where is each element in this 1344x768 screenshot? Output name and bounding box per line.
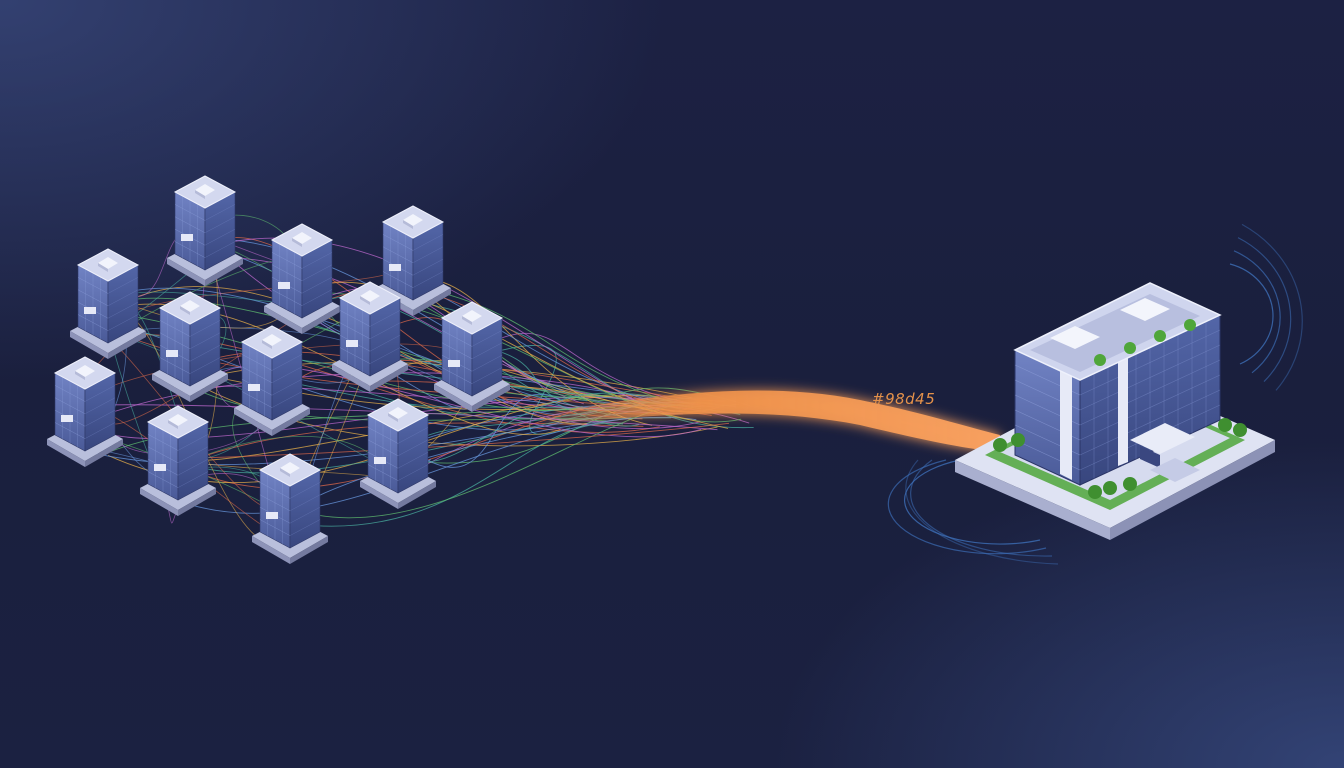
small-building bbox=[167, 175, 243, 286]
signal-wave bbox=[1237, 237, 1292, 383]
tree-icon bbox=[1124, 342, 1136, 354]
small-building bbox=[332, 281, 408, 392]
tree-icon bbox=[1011, 433, 1025, 447]
wire bbox=[405, 393, 564, 468]
small-building bbox=[252, 453, 328, 564]
small-building bbox=[70, 248, 146, 359]
small-buildings bbox=[47, 175, 510, 564]
data-stream-beam bbox=[540, 390, 1000, 452]
wire bbox=[266, 376, 589, 409]
signal-waves bbox=[887, 223, 1303, 565]
tree-icon bbox=[1103, 481, 1117, 495]
signal-wave bbox=[905, 459, 1059, 565]
tree-icon bbox=[1123, 477, 1137, 491]
tree-icon bbox=[1233, 423, 1247, 437]
large-hq-building bbox=[955, 282, 1275, 540]
wire bbox=[305, 287, 584, 405]
signal-wave bbox=[910, 459, 1053, 557]
small-building bbox=[152, 291, 228, 402]
tree-icon bbox=[993, 438, 1007, 452]
stream-label: #98d45 bbox=[872, 390, 935, 408]
tree-icon bbox=[1094, 354, 1106, 366]
wire bbox=[179, 361, 692, 399]
small-building bbox=[47, 356, 123, 467]
small-building bbox=[434, 301, 510, 412]
small-building bbox=[140, 405, 216, 516]
small-building bbox=[264, 223, 340, 334]
signal-wave bbox=[1229, 263, 1274, 365]
wire bbox=[389, 287, 648, 409]
signal-wave bbox=[887, 459, 1047, 555]
small-building bbox=[234, 325, 310, 436]
wire bbox=[294, 416, 697, 509]
tree-icon bbox=[1218, 418, 1232, 432]
wire bbox=[218, 247, 701, 429]
wire bbox=[400, 282, 675, 403]
wire bbox=[291, 317, 588, 402]
wire bbox=[264, 422, 623, 527]
small-building bbox=[360, 398, 436, 509]
wire bbox=[159, 422, 730, 460]
tree-icon bbox=[1154, 330, 1166, 342]
signal-wave bbox=[1233, 250, 1281, 374]
tree-icon bbox=[1184, 319, 1196, 331]
signal-wave bbox=[904, 459, 1041, 545]
signal-wave bbox=[1241, 223, 1303, 391]
tree-icon bbox=[1088, 485, 1102, 499]
